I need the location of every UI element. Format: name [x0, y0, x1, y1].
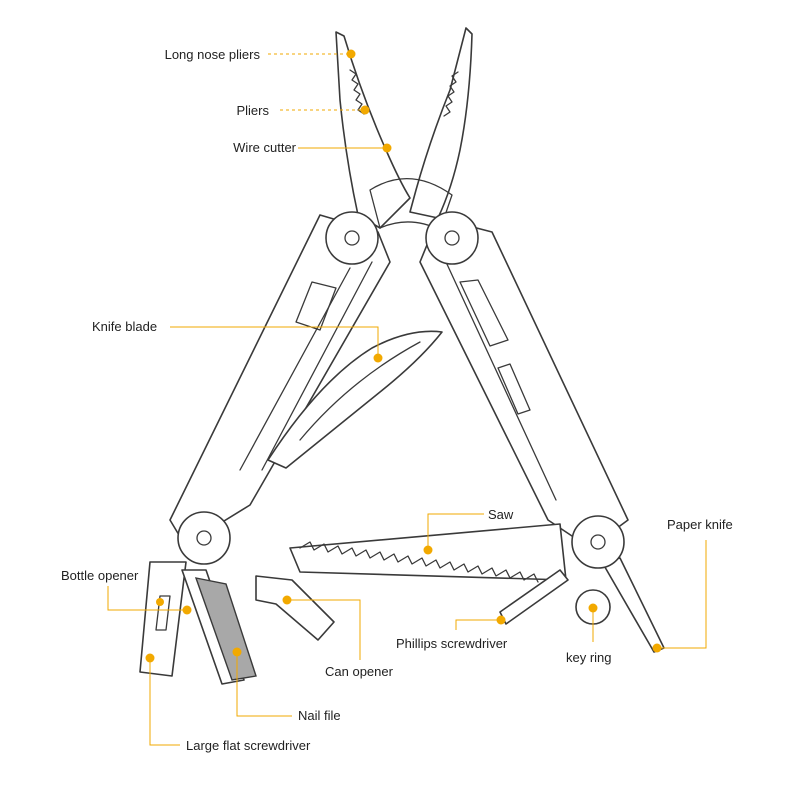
pivot-bottom-right	[571, 515, 625, 569]
marker-key-ring	[588, 603, 598, 613]
label-large-flat-screwdriver: Large flat screwdriver	[186, 738, 311, 753]
pivot-top-left	[325, 211, 379, 265]
marker-pliers	[360, 105, 370, 115]
labels: Long nose pliers Pliers Wire cutter Knif…	[61, 47, 733, 753]
left-jaw	[335, 31, 411, 229]
marker-long-nose-pliers	[346, 49, 356, 59]
marker-wire-cutter	[382, 143, 392, 153]
marker-dots	[145, 49, 662, 663]
bottle-opener-slot	[155, 595, 171, 631]
marker-bottle-opener	[182, 605, 192, 615]
right-jaw	[409, 27, 473, 219]
left-jaw-teeth	[349, 69, 365, 115]
pivot-top-right	[425, 211, 479, 265]
marker-phillips-screwdriver	[496, 615, 506, 625]
right-handle	[419, 217, 629, 549]
left-handle-channel	[239, 261, 373, 471]
paper-knife-tool	[601, 557, 665, 653]
left-handle-slot	[295, 281, 337, 331]
label-can-opener: Can opener	[325, 664, 394, 679]
leader-can-opener	[288, 599, 361, 660]
leader-knife-blade	[170, 326, 379, 356]
leader-lines	[107, 53, 707, 746]
nail-file-surface	[194, 577, 257, 681]
leader-paper-knife	[658, 540, 707, 649]
marker-saw	[423, 545, 433, 555]
right-handle-channel	[445, 261, 557, 501]
pivot-bottom-left	[177, 511, 231, 565]
leader-large-flat-screwdriver	[149, 660, 180, 746]
label-bottle-opener: Bottle opener	[61, 568, 139, 583]
marker-paper-knife	[652, 643, 662, 653]
label-paper-knife: Paper knife	[667, 517, 733, 532]
right-handle-slot-mid	[497, 363, 531, 415]
knife-blade	[267, 330, 443, 469]
leader-phillips-screwdriver	[455, 619, 500, 630]
right-handle-slot-top	[459, 279, 509, 347]
label-phillips-screwdriver: Phillips screwdriver	[396, 636, 508, 651]
saw-teeth	[299, 541, 539, 583]
leader-nail-file	[236, 652, 292, 717]
label-saw: Saw	[488, 507, 514, 522]
marker-bottle-opener-slot	[156, 598, 164, 606]
label-key-ring: key ring	[566, 650, 612, 665]
label-knife-blade: Knife blade	[92, 319, 157, 334]
marker-nail-file	[232, 647, 242, 657]
marker-can-opener	[282, 595, 292, 605]
right-jaw-teeth	[443, 71, 459, 117]
bottle-opener-tool	[139, 561, 187, 677]
leader-bottle-opener	[107, 586, 186, 611]
knife-blade-edge	[299, 341, 421, 441]
label-long-nose-pliers: Long nose pliers	[165, 47, 261, 62]
label-wire-cutter: Wire cutter	[233, 140, 297, 155]
can-opener-tool	[255, 575, 335, 641]
marker-knife-blade	[373, 353, 383, 363]
marker-large-flat-screwdriver	[145, 653, 155, 663]
label-nail-file: Nail file	[298, 708, 341, 723]
label-pliers: Pliers	[236, 103, 269, 118]
leader-saw	[427, 513, 484, 548]
